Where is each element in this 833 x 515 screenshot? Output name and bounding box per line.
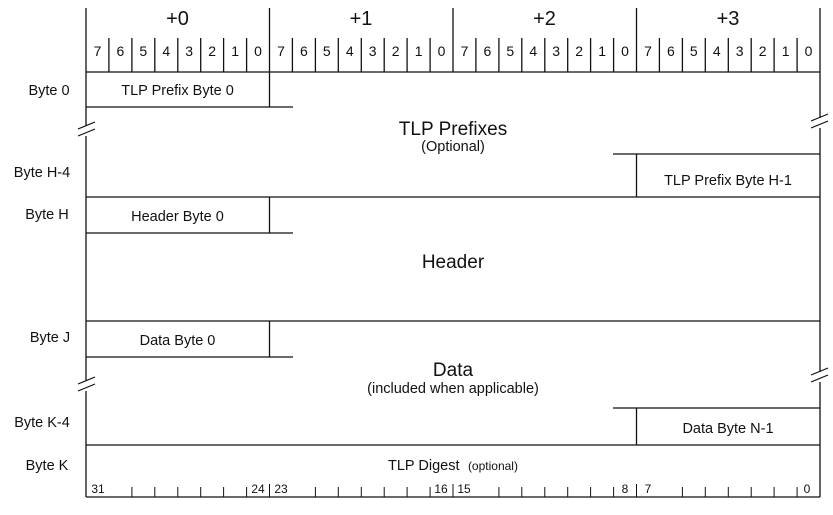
data-title: Data (433, 360, 474, 381)
row-label-byte-j: Byte J (30, 330, 70, 346)
bit-number-label: 4 (713, 43, 721, 59)
bit-number-label: 2 (208, 43, 216, 59)
bit-number-label: 5 (690, 43, 698, 59)
bit-number-label: 7 (94, 43, 102, 59)
header-title: Header (422, 252, 485, 273)
bottom-bit-label-0: 0 (804, 482, 811, 496)
bottom-bit-label-15: 15 (457, 482, 471, 496)
row-label-byte-h-4: Byte H-4 (14, 165, 70, 181)
bit-number-label: 3 (185, 43, 193, 59)
tlp-digest-subtitle: (optional) (468, 459, 518, 473)
bit-number-label: 4 (162, 43, 170, 59)
tlp-prefix-byte-0-cell: TLP Prefix Byte 0 (121, 83, 234, 99)
bit-number-label: 7 (461, 43, 469, 59)
bottom-bit-label-7: 7 (645, 482, 652, 496)
data-section: Data Byte 0 Data Byte N-1 Data (included… (77, 321, 829, 445)
header-section: Header Byte 0 Header (86, 197, 485, 273)
bit-number-label: 3 (552, 43, 560, 59)
bit-number-label: 6 (667, 43, 675, 59)
bit-number-label: 5 (323, 43, 331, 59)
bit-number-label: 4 (529, 43, 537, 59)
bit-number-label: 1 (231, 43, 239, 59)
bottom-bit-label-24: 24 (251, 482, 265, 496)
tlp-prefixes-subtitle: (Optional) (421, 139, 485, 155)
header-byte-0-cell: Header Byte 0 (131, 209, 224, 225)
bit-number-label: 3 (736, 43, 744, 59)
data-byte-n-1-cell: Data Byte N-1 (682, 421, 773, 437)
tlp-digest-title: TLP Digest (388, 458, 459, 474)
bit-number-label: 2 (759, 43, 767, 59)
tlp-digest-label: TLP Digest (optional) (388, 457, 518, 474)
bit-number-label: 3 (369, 43, 377, 59)
tlp-prefix-byte-h-1-cell: TLP Prefix Byte H-1 (664, 173, 792, 189)
row-label-byte-k: Byte K (26, 458, 69, 474)
bit-number-label: 1 (415, 43, 423, 59)
tlp-digest-section: TLP Digest (optional) (388, 457, 518, 474)
bit-number-label: 5 (506, 43, 514, 59)
tlp-prefixes-section: TLP Prefix Byte 0 TLP Prefix Byte H-1 TL… (77, 72, 829, 197)
bit-number-label: 7 (644, 43, 652, 59)
bit-number-label: 6 (300, 43, 308, 59)
row-labels: Byte 0 Byte H-4 Byte H Byte J Byte K-4 B… (14, 83, 70, 474)
header-grid (85, 8, 821, 72)
bit-number-label: 2 (392, 43, 400, 59)
bit-number-label: 4 (346, 43, 354, 59)
byte-offset-2: +2 (533, 8, 556, 30)
data-subtitle: (included when applicable) (367, 381, 539, 397)
bottom-bit-ruler: 31 24 23 16 15 8 7 0 (91, 482, 811, 497)
bit-number-label: 1 (598, 43, 606, 59)
byte-offset-0: +0 (166, 8, 189, 30)
bit-number-label: 0 (805, 43, 813, 59)
row-label-byte-k-4: Byte K-4 (14, 415, 70, 431)
bottom-bit-label-8: 8 (622, 482, 629, 496)
row-label-byte-0: Byte 0 (28, 83, 69, 99)
bit-number-label: 1 (782, 43, 790, 59)
bit-number-label: 7 (277, 43, 285, 59)
byte-offset-3: +3 (717, 8, 740, 30)
bottom-bit-label-23: 23 (274, 482, 288, 496)
bit-number-label: 2 (575, 43, 583, 59)
bit-number-label: 0 (621, 43, 629, 59)
row-label-byte-h: Byte H (25, 207, 69, 223)
bit-number-label: 5 (139, 43, 147, 59)
data-byte-0-cell: Data Byte 0 (140, 333, 216, 349)
byte-offset-1: +1 (350, 8, 373, 30)
bit-number-label: 6 (117, 43, 125, 59)
byte-offset-header: +0 +1 +2 +3 (166, 8, 739, 30)
bit-number-label: 6 (484, 43, 492, 59)
bottom-bit-label-31: 31 (91, 482, 105, 496)
tlp-prefixes-title: TLP Prefixes (399, 119, 507, 140)
bit-number-label: 0 (254, 43, 262, 59)
bottom-bit-label-16: 16 (434, 482, 448, 496)
bit-number-label: 0 (438, 43, 446, 59)
